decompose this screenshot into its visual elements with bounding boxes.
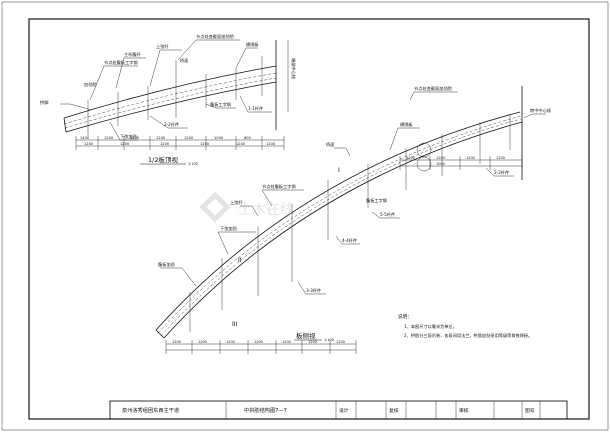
- dim-top-1: 1200: [104, 136, 114, 140]
- label-left-anchor: 拱脚: [40, 99, 48, 106]
- dim-top-low-2: 1200: [160, 142, 170, 146]
- label-deck: 桥面: [180, 57, 188, 64]
- dim-top-low-3: 1200: [200, 142, 210, 146]
- top-view: 节点处腹板工字钢 主桁腹杆 上弦杆 节点处变截面加劲肋 横隔板 桥面 拱脚 下弦…: [40, 33, 297, 166]
- dim-top-2: 1200: [130, 136, 140, 140]
- side-label-rod-3: 3-3杆件: [306, 287, 321, 294]
- dim-side-r-0: 1200: [406, 156, 415, 160]
- dim-top-0: 1400: [80, 136, 90, 140]
- top-view-lower-edge: [65, 81, 277, 133]
- dim-side-3: 1200: [254, 340, 263, 344]
- label-main-rib: 主桁腹杆: [124, 51, 142, 58]
- dim-side-0: 1200: [172, 340, 181, 344]
- title-drawing-no: 图号: [525, 408, 535, 414]
- label-rod-2: 2-2杆件: [164, 121, 179, 128]
- dim-side-6: 1200: [336, 340, 345, 344]
- label-upper-chord: 上弦杆: [156, 43, 169, 50]
- side-label-right-anchor: 跨中中心线: [530, 107, 552, 114]
- label-bracket-left: 节点处腹板工字钢: [104, 59, 138, 66]
- dim-top-low-5: 1200: [266, 142, 276, 146]
- label-rod-1: 1-1杆件: [248, 105, 263, 112]
- node-I: I: [338, 167, 340, 174]
- title-block: 泉州洛秀组团东西主干道 中拱肋结构图7—7 设计 复核 审核 图号: [109, 400, 568, 420]
- title-review: 复核: [389, 407, 399, 414]
- side-rib-lower: [163, 121, 523, 339]
- side-label-diaphragm: 横隔板: [400, 121, 413, 128]
- notes-block: 说明： 1、本图尺寸以毫米为单位。 2、拱肋分三段吊装，各段间用法兰，拱肋加劲采…: [398, 313, 532, 339]
- title-project: 泉州洛秀组团东西主干道: [122, 406, 179, 414]
- side-view-title: 板侧视: [296, 331, 316, 340]
- watermark: 土木在线: [199, 191, 294, 223]
- side-view-scale: 1:100: [324, 338, 334, 342]
- watermark-text: 土木在线: [238, 202, 294, 218]
- side-label-top-right: 节点处变截面加劲肋: [414, 85, 452, 92]
- dim-side-1: 1200: [198, 340, 207, 344]
- side-label-diaphragm-mid: 节点处腹板工字钢: [262, 183, 296, 190]
- side-view: II III I 节点处变截面加劲肋 横隔板 桥面 节点处腹板工字钢 上弦杆 下…: [155, 85, 552, 354]
- node-III: III: [232, 321, 238, 328]
- label-lower-chord: 下弦加劲: [120, 133, 137, 140]
- dim-side-r-3: 1200: [496, 156, 505, 160]
- note-1: 1、本图尺寸以毫米为单位。: [404, 323, 457, 330]
- label-vertical-right: 端部中心线: [290, 58, 297, 80]
- label-top-stiffener: 节点处变截面加劲肋: [196, 33, 234, 40]
- side-label-deck: 桥面: [326, 141, 334, 148]
- dim-top-low-4: 1200: [236, 142, 246, 146]
- side-label-web: 腹板加劲: [158, 261, 175, 268]
- dim-top-low-1: 1200: [120, 142, 130, 146]
- side-label-upper-plate: 上弦杆: [230, 199, 243, 206]
- dim-top-5: 1000: [214, 136, 224, 140]
- title-check: 审核: [459, 407, 469, 414]
- dim-side-r-2: 1200: [466, 156, 475, 160]
- side-label-lower-plate: 下弦加劲: [220, 225, 237, 232]
- dim-top-low-0: 1200: [84, 142, 94, 146]
- dim-top-4: 1200: [184, 136, 194, 140]
- note-2: 2、拱肋分三段吊装，各段间用法兰，拱肋加劲采用等级等角铁焊接。: [404, 332, 532, 339]
- dim-side-4: 1200: [282, 340, 291, 344]
- node-II: II: [238, 257, 242, 264]
- top-view-scale: 1:100: [188, 162, 198, 166]
- dim-side-r-1: 1200: [436, 156, 445, 160]
- label-bracket-mid: 腹板工字钢: [210, 101, 231, 108]
- dim-top-3: 1200: [156, 136, 166, 140]
- title-drawing-name: 中拱肋结构图7—7: [244, 406, 287, 414]
- side-label-rod-4: 4-4杆件: [342, 237, 357, 244]
- label-stiffener: 加劲肋: [84, 81, 97, 88]
- side-label-rod-2: 2-2杆件: [494, 169, 509, 176]
- top-view-upper-edge: [63, 65, 277, 119]
- notes-title: 说明：: [398, 313, 412, 320]
- label-diaphragm: 横隔板: [246, 41, 259, 48]
- title-design: 设计: [339, 407, 349, 414]
- top-view-title: 1/2板顶视: [148, 155, 178, 164]
- side-label-diaphragm-small: 腹板工字钢: [366, 197, 387, 204]
- dim-side-r-4: 1000: [436, 162, 445, 166]
- side-label-rod-5: 5-5杆件: [380, 211, 395, 218]
- dim-side-2: 1200: [226, 340, 235, 344]
- dim-side-5: 1200: [308, 340, 317, 344]
- dim-top-6: 600: [244, 136, 252, 140]
- side-rib-upper: [155, 111, 521, 331]
